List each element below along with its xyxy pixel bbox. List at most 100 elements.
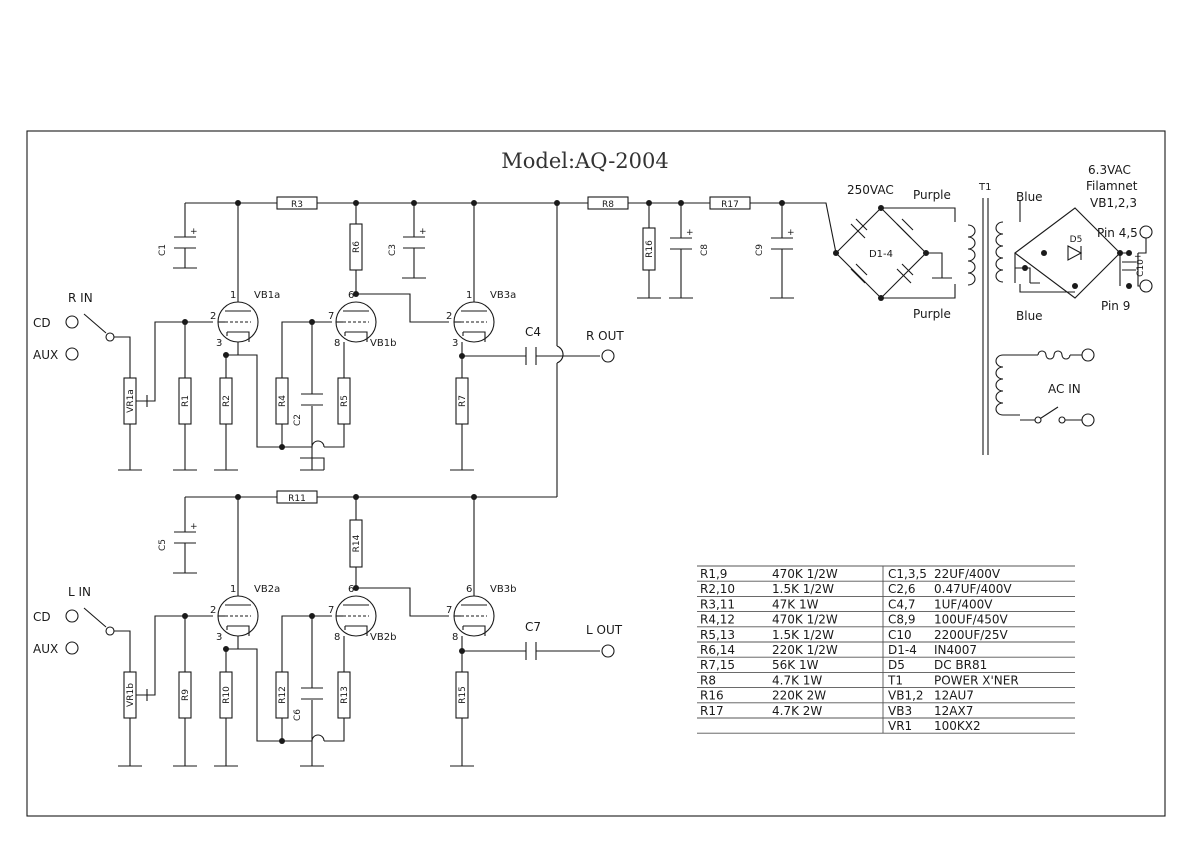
table-cell: 470K 1/2W: [772, 613, 838, 627]
vr1b-wiper: [136, 689, 148, 701]
resistor-body: [178, 377, 192, 425]
resistor-label: R9: [181, 689, 191, 701]
junction-dot: [779, 200, 785, 206]
capacitor-label: C2: [293, 414, 303, 426]
ac-in-terminal-1[interactable]: [1081, 348, 1095, 362]
table-cell: R5,13: [700, 628, 735, 642]
table-cell: 100UF/450V: [934, 613, 1009, 627]
resistor-body: [219, 377, 233, 425]
resistor-body: [709, 196, 751, 210]
transformer-t1: [967, 198, 1020, 455]
r-in-label: R IN: [68, 291, 93, 305]
capacitor-label: C7: [525, 620, 541, 634]
resistor-body: [337, 671, 351, 719]
table-cell: 47K 1W: [772, 597, 819, 611]
bridge-label: D1-4: [869, 249, 893, 260]
resistor-r7: R7: [455, 377, 469, 425]
tube-cathode: [344, 331, 368, 342]
tube-label: VB2b: [370, 632, 396, 643]
purple-wire-bottom-label: Purple: [913, 307, 951, 321]
table-cell: C1,3,5: [888, 567, 927, 581]
pin-number: 7: [328, 311, 334, 322]
r-out-jack[interactable]: [601, 349, 615, 363]
wires: [110, 200, 1147, 767]
junction-dot: [678, 200, 684, 206]
pin-number: 1: [466, 290, 472, 301]
power-switch[interactable]: [1037, 406, 1059, 421]
capacitor-label: C10: [1136, 259, 1146, 277]
junction-dot: [459, 353, 465, 359]
blue-wire-bottom-label: Blue: [1016, 309, 1043, 323]
tube-cathode: [462, 625, 486, 636]
resistor-label: VR1a: [126, 389, 136, 413]
table-cell: VB1,2: [888, 689, 924, 703]
terminals: [65, 225, 1153, 658]
diode-d5-symbol: [1067, 245, 1083, 261]
polarity-mark: +: [190, 227, 198, 237]
pin9-label: Pin 9: [1101, 299, 1130, 313]
resistor-label: R2: [222, 395, 232, 407]
capacitor-c8: +C8: [670, 228, 710, 256]
resistor-r6: R6: [349, 223, 363, 271]
resistor-r9: R9: [178, 671, 192, 719]
pin-number: 3: [216, 632, 222, 643]
l-cd-jack[interactable]: [65, 609, 79, 623]
resistor-body: [455, 377, 469, 425]
capacitor-plates: [174, 531, 196, 544]
pin9-terminal[interactable]: [1139, 279, 1153, 293]
resistor-r4: R4: [275, 377, 289, 425]
ac-in-label: AC IN: [1048, 382, 1081, 396]
transformer-label: T1: [978, 182, 991, 193]
ac-in-terminal-2[interactable]: [1081, 413, 1095, 427]
resistor-body: [587, 196, 629, 210]
pin-number: 7: [328, 605, 334, 616]
l-out-label: L OUT: [586, 623, 623, 637]
junction-dot: [1072, 283, 1078, 289]
r-cd-jack[interactable]: [65, 315, 79, 329]
capacitor-plates: [1122, 261, 1136, 271]
capacitor-c10: +C10: [1122, 252, 1146, 277]
table-cell: R7,15: [700, 658, 735, 672]
pin45-terminal[interactable]: [1139, 225, 1153, 239]
capacitor-plates: [403, 236, 425, 249]
selector-switch[interactable]: [83, 313, 107, 628]
polarity-mark: +: [686, 228, 694, 238]
table-cell: R1,9: [700, 567, 727, 581]
diode-d5-label: D5: [1070, 235, 1083, 245]
table-cell: C4,7: [888, 597, 915, 611]
pin-number: 3: [452, 338, 458, 349]
table-cell: R8: [700, 673, 716, 687]
capacitor-c9: +C9: [755, 228, 795, 256]
junction-dot: [1022, 265, 1028, 271]
capacitor-label: C9: [755, 244, 765, 256]
junction-dot: [459, 648, 465, 654]
l-aux-jack[interactable]: [65, 641, 79, 655]
polarity-mark: +: [190, 522, 198, 532]
resistor-body: [642, 227, 656, 271]
l-out-jack[interactable]: [601, 644, 615, 658]
table-cell: D1-4: [888, 643, 917, 657]
resistor-r2: R2: [219, 377, 233, 425]
table-cell: R16: [700, 689, 724, 703]
table-cell: 4.7K 1W: [772, 673, 822, 687]
junction-dot: [353, 291, 359, 297]
junction-dot: [182, 613, 188, 619]
table-cell: 1.5K 1/2W: [772, 582, 834, 596]
r-aux-jack[interactable]: [65, 347, 79, 361]
table-cell: 12AX7: [934, 704, 973, 718]
junction-dot: [923, 250, 929, 256]
junction-dot: [1126, 250, 1132, 256]
diode-symbol: [850, 263, 868, 284]
table-cell: R6,14: [700, 643, 735, 657]
resistor-vr1a: VR1a: [123, 377, 137, 425]
r-aux-label: AUX: [33, 348, 58, 362]
table-cell: 4.7K 2W: [772, 704, 822, 718]
